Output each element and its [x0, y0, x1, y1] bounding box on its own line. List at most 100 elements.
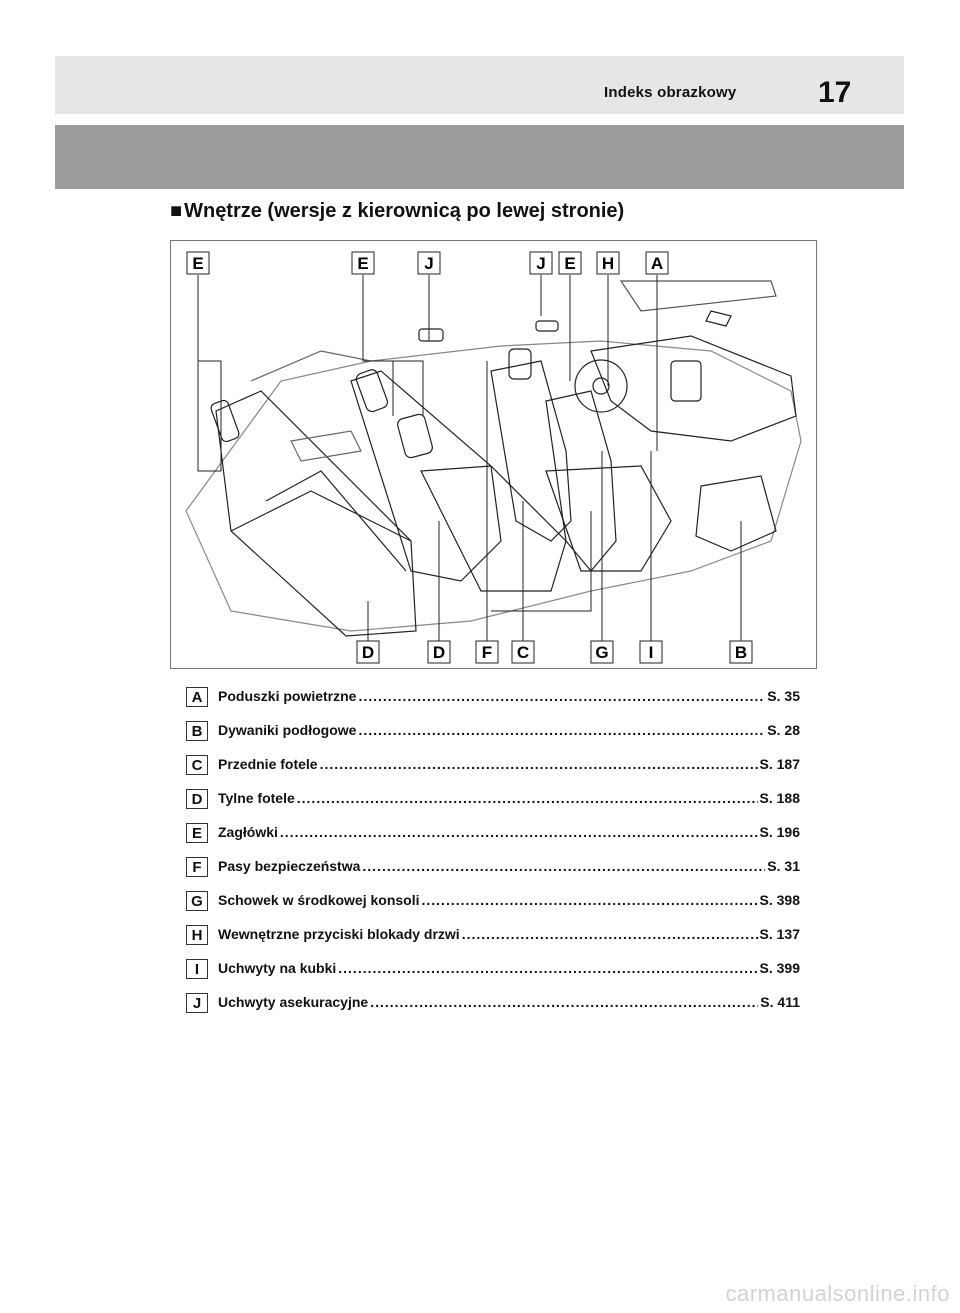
dot-leader [338, 960, 757, 976]
svg-text:H: H [602, 254, 614, 273]
legend-item-f: F Pasy bezpieczeństwa S. 31 [186, 857, 800, 891]
legend-item-h: H Wewnętrzne przyciski blokady drzwi S. 13… [186, 925, 800, 959]
callout-label-e: E [351, 251, 375, 275]
svg-text:D: D [433, 643, 445, 662]
dot-leader [362, 858, 765, 874]
rear-headrest-left [210, 399, 240, 443]
svg-text:A: A [651, 254, 663, 273]
legend-item-i: I Uchwyty na kubki S. 399 [186, 959, 800, 993]
page-number: 17 [818, 76, 852, 109]
legend-page-ref[interactable]: S. 196 [759, 824, 800, 840]
rear-seat [215, 390, 417, 637]
section-heading-text: Wnętrze (wersje z kierownicą po lewej st… [184, 200, 625, 222]
dot-leader [320, 756, 758, 772]
legend-text: Schowek w środkowej konsoli [218, 892, 420, 908]
legend-item-a: A Poduszki powietrzne S. 35 [186, 687, 800, 721]
dashboard [590, 335, 797, 442]
dot-leader [422, 892, 758, 908]
legend-letter-box: H [186, 925, 208, 945]
legend-letter-box: J [186, 993, 208, 1013]
svg-text:E: E [564, 254, 575, 273]
legend-page-ref[interactable]: S. 411 [760, 994, 800, 1010]
legend-text: Poduszki powietrzne [218, 688, 357, 704]
legend-item-g: G Schowek w środkowej konsoli S. 398 [186, 891, 800, 925]
svg-text:E: E [357, 254, 368, 273]
legend-list: A Poduszki powietrzne S. 35 B Dywaniki podło… [186, 687, 800, 1027]
dot-leader [358, 722, 765, 738]
rear-headrest-right [355, 369, 389, 413]
legend-page-ref[interactable]: S. 28 [767, 722, 800, 738]
legend-page-ref[interactable]: S. 137 [759, 926, 800, 942]
front-seat-left [545, 390, 617, 572]
callout-label-j: J [529, 251, 553, 275]
legend-letter-box: C [186, 755, 208, 775]
svg-text:J: J [536, 254, 545, 273]
callout-label-d: D [356, 640, 380, 664]
callout-label-g: G [590, 640, 614, 664]
svg-text:G: G [595, 643, 608, 662]
legend-letter-box: D [186, 789, 208, 809]
rear-headrest-centre [397, 413, 433, 459]
legend-page-ref[interactable]: S. 35 [767, 688, 800, 704]
dot-leader [358, 688, 765, 704]
legend-letter-box: G [186, 891, 208, 911]
legend-text: Wewnętrzne przyciski blokady drzwi [218, 926, 460, 942]
legend-item-e: E Zagłówki S. 196 [186, 823, 800, 857]
legend-letter-box: E [186, 823, 208, 843]
floor-mat [695, 475, 777, 552]
callout-lines [197, 275, 742, 641]
car-interior-outline [185, 280, 802, 637]
legend-text: Przednie fotele [218, 756, 318, 772]
callout-label-d: D [427, 640, 451, 664]
callout-label-h: H [596, 251, 620, 275]
legend-text: Uchwyty asekuracyjne [218, 994, 369, 1010]
steering-wheel [574, 359, 628, 413]
svg-text:E: E [192, 254, 203, 273]
callout-label-j: J [417, 251, 441, 275]
svg-text:J: J [424, 254, 433, 273]
legend-page-ref[interactable]: S. 187 [759, 756, 800, 772]
legend-letter-box: A [186, 687, 208, 707]
legend-item-d: D Tylne fotele S. 188 [186, 789, 800, 823]
legend-item-b: B Dywaniki podłogowe S. 28 [186, 721, 800, 755]
dot-leader [462, 926, 758, 942]
front-seat-right [490, 360, 572, 542]
legend-text: Zagłówki [218, 824, 278, 840]
legend-text: Pasy bezpieczeństwa [218, 858, 361, 874]
legend-page-ref[interactable]: S. 188 [759, 790, 800, 806]
watermark: carmanualsonline.info [725, 1281, 950, 1306]
center-display [670, 360, 702, 402]
legend-text: Tylne fotele [218, 790, 295, 806]
legend-item-c: C Przednie fotele S. 187 [186, 755, 800, 789]
legend-letter-box: I [186, 959, 208, 979]
running-header-title: Indeks obrazkowy [604, 84, 737, 101]
svg-text:C: C [517, 643, 529, 662]
callout-label-b: B [729, 640, 753, 664]
dot-leader [280, 824, 758, 840]
legend-text: Dywaniki podłogowe [218, 722, 357, 738]
header-band [55, 56, 904, 114]
section-heading: ■Wnętrze (wersje z kierownicą po lewej s… [170, 200, 624, 223]
callout-label-i: I [639, 640, 663, 664]
callout-label-e: E [558, 251, 582, 275]
section-marker-icon: ■ [170, 200, 183, 222]
dot-leader [297, 790, 758, 806]
svg-text:I: I [649, 643, 654, 662]
legend-letter-box: B [186, 721, 208, 741]
legend-page-ref[interactable]: S. 399 [759, 960, 800, 976]
svg-text:D: D [362, 643, 374, 662]
callout-label-f: F [475, 640, 499, 664]
callout-label-c: C [511, 640, 535, 664]
section-band [55, 125, 904, 189]
callout-label-e: E [186, 251, 210, 275]
legend-page-ref[interactable]: S. 398 [759, 892, 800, 908]
legend-text: Uchwyty na kubki [218, 960, 337, 976]
legend-page-ref[interactable]: S. 31 [767, 858, 800, 874]
legend-letter-box: F [186, 857, 208, 877]
svg-text:F: F [482, 643, 492, 662]
legend-item-j: J Uchwyty asekuracyjne S. 411 [186, 993, 800, 1027]
callout-label-a: A [645, 251, 669, 275]
